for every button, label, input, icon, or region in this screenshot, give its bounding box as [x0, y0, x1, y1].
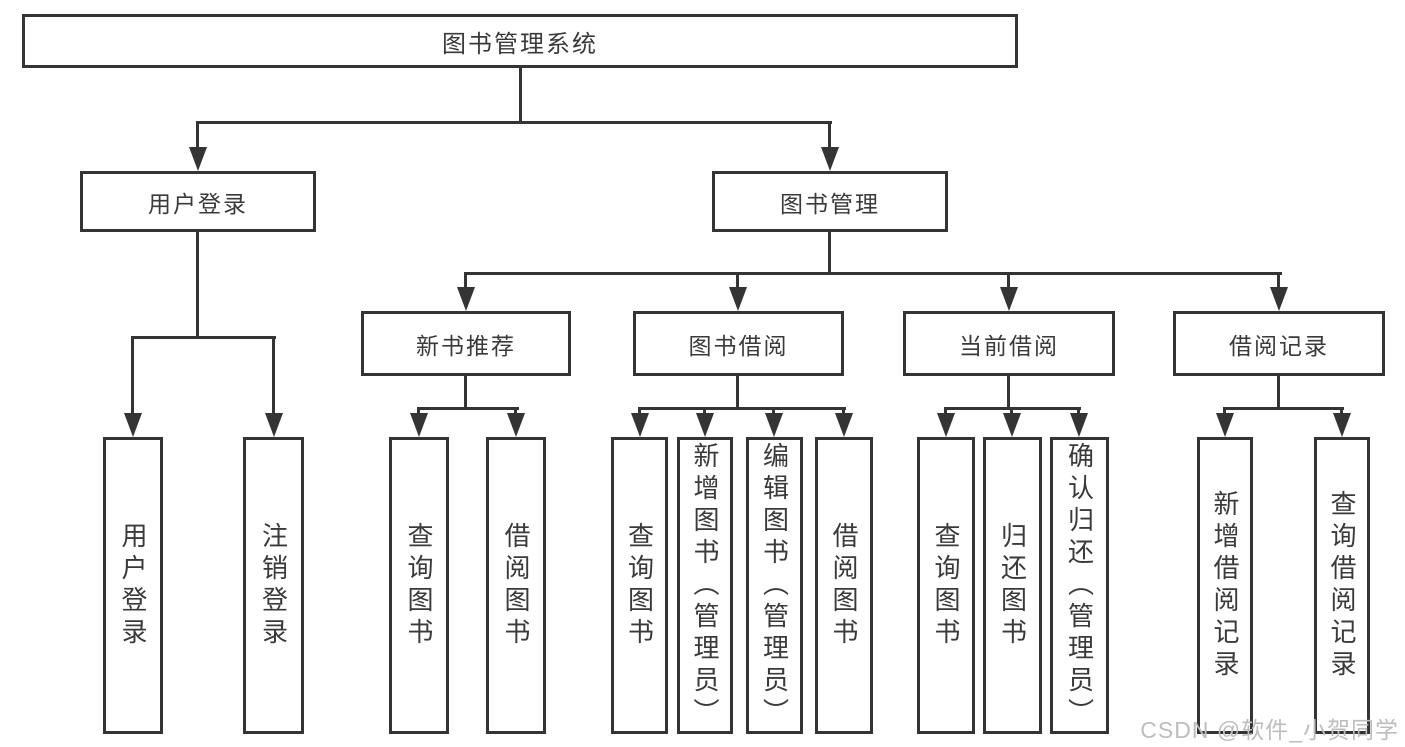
connector-line — [1223, 407, 1226, 416]
leaf-query-book-3: 查询图书 — [917, 437, 975, 734]
connector-line — [1277, 272, 1280, 290]
leaf-borrow-book-1: 借阅图书 — [486, 437, 546, 734]
connector-line — [519, 68, 522, 124]
arrow-down-icon — [835, 413, 853, 437]
leaf-logout: 注销登录 — [243, 437, 304, 734]
arrow-down-icon — [124, 413, 142, 437]
arrow-down-icon — [631, 413, 649, 437]
leaf-edit-book-admin: 编辑图书（管理员） — [746, 437, 803, 734]
node-current-borrow: 当前借阅 — [903, 311, 1115, 376]
connector-line — [1077, 407, 1080, 416]
arrow-down-icon — [189, 147, 207, 171]
arrow-down-icon — [410, 413, 428, 437]
connector-line — [828, 121, 831, 149]
leaf-confirm-return-admin: 确认归还（管理员） — [1050, 437, 1109, 734]
connector-line — [1007, 272, 1010, 290]
node-book-management: 图书管理 — [712, 171, 948, 232]
arrow-down-icon — [1003, 413, 1021, 437]
connector-line — [638, 407, 846, 410]
node-book-borrow: 图书借阅 — [633, 311, 844, 376]
connector-line — [464, 272, 1282, 275]
leaf-query-book-2: 查询图书 — [611, 437, 668, 734]
connector-line — [1340, 407, 1343, 416]
arrow-down-icon — [937, 413, 955, 437]
connector-line — [736, 376, 739, 409]
connector-line — [703, 407, 706, 416]
node-new-book-recommend: 新书推荐 — [361, 311, 571, 376]
node-borrow-records: 借阅记录 — [1173, 311, 1385, 376]
connector-line — [417, 407, 420, 416]
arrow-down-icon — [1070, 413, 1088, 437]
connector-line — [842, 407, 845, 416]
arrow-down-icon — [265, 413, 283, 437]
leaf-add-book-admin: 新增图书（管理员） — [677, 437, 733, 734]
node-root: 图书管理系统 — [22, 14, 1018, 68]
connector-line — [131, 336, 134, 415]
connector-line — [1010, 407, 1013, 416]
connector-line — [196, 121, 199, 149]
connector-line — [272, 336, 275, 415]
connector-line — [772, 407, 775, 416]
connector-line — [131, 336, 276, 339]
connector-line — [1277, 376, 1280, 409]
leaf-borrow-book-2: 借阅图书 — [815, 437, 873, 734]
connector-line — [464, 376, 467, 409]
arrow-down-icon — [729, 287, 747, 311]
connector-line — [1007, 376, 1010, 409]
arrow-down-icon — [1000, 287, 1018, 311]
arrow-down-icon — [1216, 413, 1234, 437]
leaf-add-borrow-record: 新增借阅记录 — [1197, 437, 1253, 734]
node-user-login: 用户登录 — [80, 171, 316, 232]
connector-line — [417, 407, 519, 410]
connector-line — [196, 232, 199, 339]
connector-line — [638, 407, 641, 416]
leaf-query-borrow-record: 查询借阅记录 — [1314, 437, 1370, 734]
arrow-down-icon — [1333, 413, 1351, 437]
connector-line — [514, 407, 517, 416]
leaf-return-book: 归还图书 — [983, 437, 1042, 734]
connector-line — [944, 407, 947, 416]
leaf-query-book-1: 查询图书 — [389, 437, 449, 734]
connector-line — [828, 232, 831, 275]
arrow-down-icon — [507, 413, 525, 437]
leaf-user-login: 用户登录 — [103, 437, 163, 734]
arrow-down-icon — [765, 413, 783, 437]
arrow-down-icon — [457, 287, 475, 311]
connector-line — [1223, 407, 1344, 410]
connector-line — [464, 272, 467, 290]
arrow-down-icon — [821, 147, 839, 171]
csdn-watermark: CSDN @软件_小贺同学 — [1140, 717, 1399, 743]
connector-line — [196, 121, 832, 124]
arrow-down-icon — [1270, 287, 1288, 311]
arrow-down-icon — [696, 413, 714, 437]
connector-line — [736, 272, 739, 290]
